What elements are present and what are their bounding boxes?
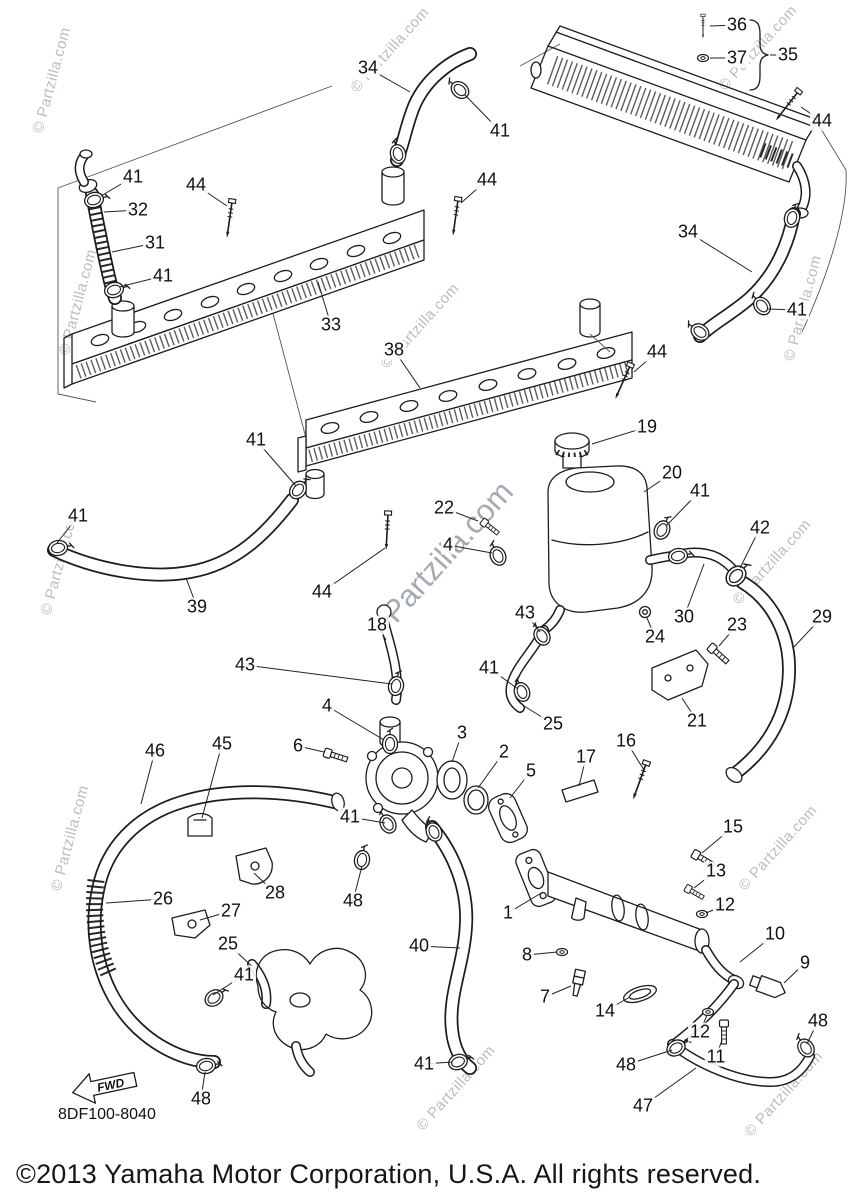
radiator-left <box>63 166 425 389</box>
diagram-area: Partzilla.com © Partzilla.com© Partzilla… <box>30 2 847 1140</box>
plate-17 <box>561 779 599 803</box>
copyright-text: ©2013 Yamaha Motor Corporation, U.S.A. A… <box>16 1158 762 1189</box>
hose-25-center <box>505 625 549 713</box>
gasket-5 <box>488 792 528 844</box>
hose-holder-45 <box>187 812 213 837</box>
hose-47 <box>667 1039 815 1088</box>
hose-34-upper-left <box>390 47 477 167</box>
corrugated-section-26 <box>86 878 118 980</box>
hose-40 <box>425 820 477 1075</box>
radiator-top-right <box>530 25 819 219</box>
diagram-code: 8DF100-8040 <box>58 1106 156 1123</box>
fwd-label: FWD <box>96 1075 126 1094</box>
bracket-27 <box>171 909 211 939</box>
sensor-9 <box>748 975 786 999</box>
engine-joint-outline <box>255 947 373 1077</box>
hose-45 <box>86 785 345 1069</box>
bracket-28 <box>235 847 273 885</box>
fwd-arrow: FWD <box>72 1071 138 1104</box>
copyright-footer: ©2013 Yamaha Motor Corporation, U.S.A. A… <box>0 1148 862 1200</box>
leader-lines-layer <box>56 24 823 1107</box>
grommet-24 <box>638 605 652 619</box>
diagram-artwork: FWD <box>46 13 847 1104</box>
outlet-pipe-assembly <box>515 848 745 1049</box>
water-pump <box>365 716 439 843</box>
bracket-21 <box>651 649 709 701</box>
hose-29 <box>725 575 797 784</box>
sensor-7 <box>572 968 587 997</box>
group-brace-35 <box>749 19 769 91</box>
radiator-middle <box>297 298 633 500</box>
seal-ring-2 <box>463 785 489 815</box>
hose-34-upper-right <box>693 207 801 343</box>
hose-39 <box>47 493 299 582</box>
reservoir-cap <box>554 432 590 469</box>
